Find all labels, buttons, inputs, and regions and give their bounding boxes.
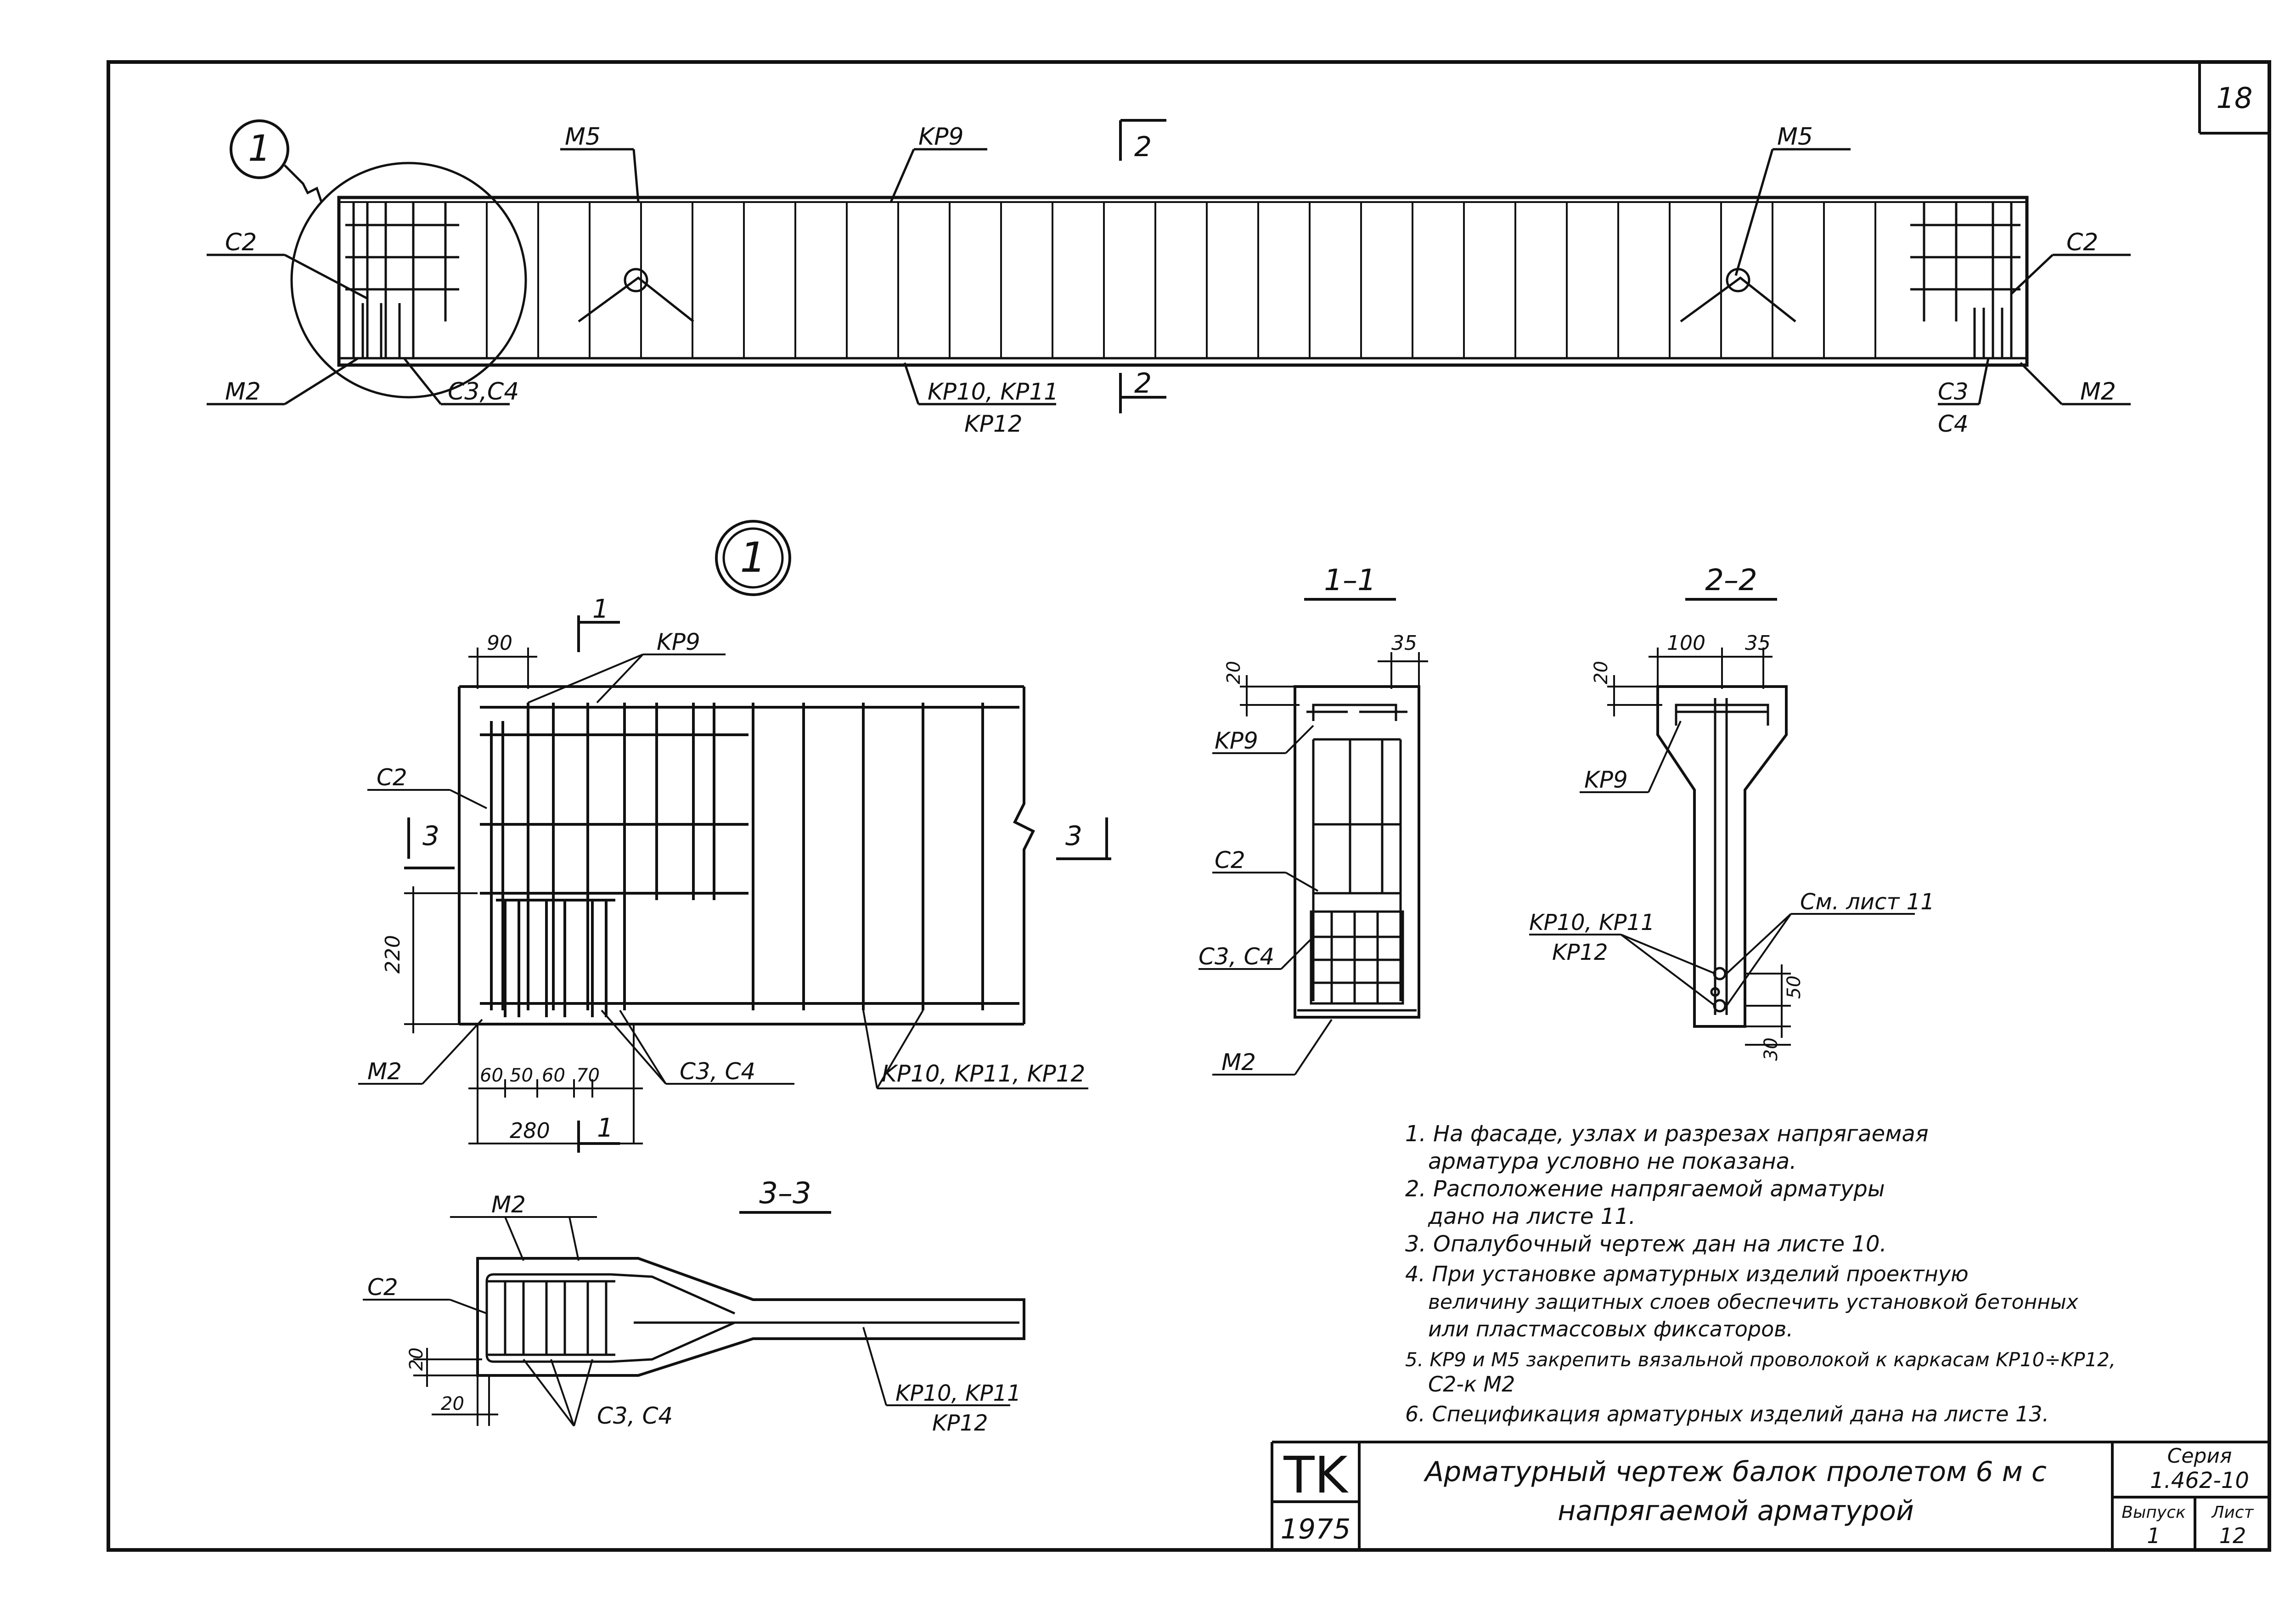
series-value: 1.462-10 — [2150, 1468, 2249, 1493]
facade-right-mesh — [1910, 202, 2020, 358]
label-kr10-line1: KP10, KP11 — [928, 378, 1058, 405]
section-2-marks — [1119, 119, 1166, 413]
label-c3c4-1-1: C3, C4 — [1199, 943, 1274, 970]
label-c4-right: C4 — [1938, 411, 1969, 437]
section-2-2-title: 2–2 — [1705, 563, 1757, 597]
note-line: или пластмассовых фиксаторов. — [1428, 1317, 1793, 1341]
label-c3c4-3-3: C3, C4 — [597, 1403, 673, 1429]
dim-20b-3-3: 20 — [441, 1393, 464, 1414]
series-label: Серия — [2167, 1444, 2232, 1468]
section-3-3-title: 3–3 — [759, 1177, 811, 1211]
label-m2-3-3: M2 — [491, 1191, 526, 1218]
label-m5-right: M5 — [1777, 123, 1813, 151]
dim-35-1-1: 35 — [1391, 631, 1417, 655]
dim-30-2-2: 30 — [1761, 1037, 1782, 1061]
general-notes: 1. На фасаде, узлах и разрезах напрягаем… — [1405, 1121, 2116, 1426]
beam-facade: 1 M5 KP9 2 M5 C2 C2 M2 C3,C4 KP10, KP11 — [207, 119, 2131, 437]
label-c2-detail: C2 — [377, 764, 407, 791]
label-c2-right: C2 — [2066, 229, 2098, 256]
label-see-sheet: См. лист 11 — [1800, 889, 1935, 915]
facade-left-mesh — [345, 202, 459, 358]
dim-50: 50 — [510, 1065, 533, 1086]
label-c2-3-3: C2 — [367, 1274, 398, 1301]
note-line: 2. Расположение напрягаемой арматуры — [1405, 1176, 1885, 1202]
label-kr10-2-2-line1: KP10, KP11 — [1529, 910, 1655, 935]
dim-60b: 60 — [542, 1065, 565, 1086]
section-mark-1-bottom: 1 — [597, 1113, 613, 1143]
node-1-marker-label: 1 — [248, 128, 271, 169]
label-kr9-detail: KP9 — [657, 629, 700, 655]
dim-220: 220 — [381, 935, 405, 974]
label-c3-right: C3 — [1938, 378, 1969, 405]
sheet-value: 12 — [2219, 1523, 2246, 1548]
label-m2-right: M2 — [2080, 378, 2116, 406]
section-3-3: 3–3 M2 C — [363, 1177, 1025, 1436]
dim-20a-3-3: 20 — [406, 1347, 427, 1371]
dim-20-1-1: 20 — [1223, 661, 1244, 684]
section-mark-3-left: 3 — [422, 820, 439, 851]
label-kr10-detail: KP10, KP11, KP12 — [882, 1060, 1085, 1087]
note-line: 4. При установке арматурных изделий прое… — [1405, 1262, 1969, 1286]
dim-60a: 60 — [480, 1065, 503, 1086]
dim-90: 90 — [487, 631, 512, 655]
node-1-marker — [230, 119, 289, 179]
node-1-leader — [284, 164, 323, 203]
label-kr10-3-3-line2: KP12 — [932, 1410, 988, 1436]
node-1-callout-circle — [290, 162, 527, 399]
label-c2-left: C2 — [225, 229, 257, 256]
section-mark-1-top: 1 — [592, 594, 609, 624]
issue-label: Выпуск — [2122, 1503, 2186, 1522]
sheet-number: 18 — [2217, 81, 2253, 115]
detail-marker-label: 1 — [740, 534, 766, 582]
note-line: величину защитных слоев обеспечить устан… — [1428, 1290, 2079, 1314]
dim-100-2-2: 100 — [1667, 631, 1705, 655]
label-kr9-1-1: KP9 — [1215, 727, 1258, 754]
dim-20-2-2: 20 — [1591, 661, 1612, 684]
drawing-title-line2: напрягаемой арматурой — [1558, 1495, 1914, 1527]
note-line: 3. Опалубочный чертеж дан на листе 10. — [1405, 1231, 1887, 1257]
tk-logo: TK — [1283, 1446, 1349, 1504]
section-1-1-title: 1–1 — [1324, 563, 1376, 597]
note-line: C2-к M2 — [1428, 1372, 1515, 1397]
label-kr10-line2: KP12 — [964, 411, 1023, 437]
label-m2-left: M2 — [225, 378, 261, 406]
note-line: арматура условно не показана. — [1428, 1149, 1796, 1174]
note-line: 5. KP9 и M5 закрепить вязальной проволок… — [1405, 1348, 2116, 1371]
label-kr9-2-2: KP9 — [1584, 766, 1628, 793]
section-1-1: 1–1 — [1199, 563, 1428, 1076]
title-block: TK 1975 Арматурный чертеж балок пролетом… — [1271, 1441, 2269, 1550]
dim-50-2-2: 50 — [1784, 975, 1805, 999]
label-section2-top: 2 — [1134, 131, 1152, 163]
label-kr9-facade: KP9 — [918, 123, 964, 151]
sheet-label: Лист — [2211, 1503, 2254, 1522]
dim-70: 70 — [576, 1065, 600, 1086]
note-line: 6. Спецификация арматурных изделий дана … — [1405, 1402, 2049, 1426]
label-c2-1-1: C2 — [1215, 847, 1245, 873]
note-line: дано на листе 11. — [1428, 1204, 1636, 1229]
label-kr10-2-2-line2: KP12 — [1552, 940, 1608, 965]
title-year: 1975 — [1281, 1513, 1351, 1545]
section-2-2: 2–2 100 — [1529, 563, 1935, 1061]
note-line: 1. На фасаде, узлах и разрезах напрягаем… — [1405, 1121, 1929, 1147]
label-m5-left: M5 — [565, 123, 601, 151]
dim-280: 280 — [510, 1118, 550, 1143]
section-mark-3-right: 3 — [1065, 820, 1082, 851]
label-c3c4-detail: C3, C4 — [680, 1058, 755, 1085]
label-m2-1-1: M2 — [1221, 1049, 1256, 1076]
dim-35-2-2: 35 — [1745, 631, 1771, 655]
detail-node-1: 1 — [358, 520, 1111, 1153]
sheet-frame: 18 — [107, 60, 2271, 1552]
label-m2-detail: M2 — [367, 1058, 402, 1085]
label-c3c4-left: C3,C4 — [448, 378, 519, 406]
lifting-loop-left — [578, 268, 694, 323]
facade-leaders — [207, 148, 2131, 406]
label-section2-bottom: 2 — [1134, 367, 1152, 400]
drawing-title-line1: Арматурный чертеж балок пролетом 6 м с — [1423, 1456, 2047, 1488]
label-kr10-3-3-line1: KP10, KP11 — [895, 1380, 1021, 1406]
issue-value: 1 — [2147, 1523, 2160, 1548]
